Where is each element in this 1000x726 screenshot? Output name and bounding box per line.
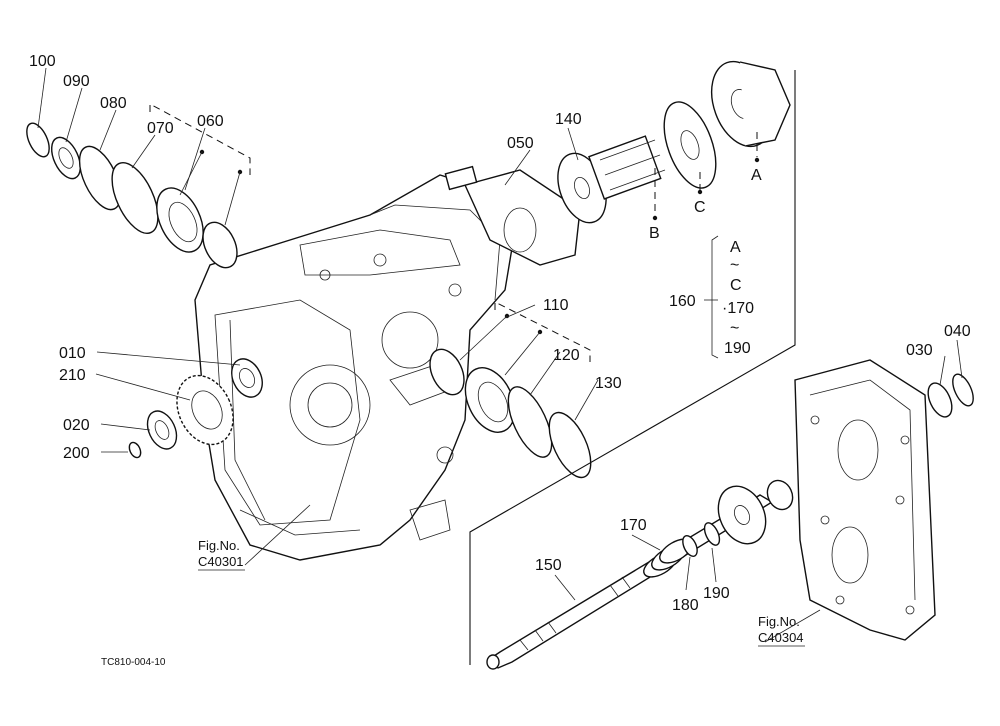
fig-ref-left-code: C40301 xyxy=(198,554,244,569)
needle-bearing xyxy=(766,479,794,511)
part-050-swashplate xyxy=(444,165,581,266)
part-190-snap-ring xyxy=(703,522,721,546)
label-060: 060 xyxy=(197,113,224,130)
leader-lines xyxy=(37,67,963,643)
part-a-cylinder-block xyxy=(710,60,791,148)
label-120: 120 xyxy=(553,347,580,364)
group160-line6: 190 xyxy=(724,340,751,357)
part-100-snap-ring xyxy=(26,122,50,158)
part-060-bearing xyxy=(156,187,204,253)
label-190: 190 xyxy=(703,585,730,602)
label-180: 180 xyxy=(672,597,699,614)
part-130-ring xyxy=(548,411,592,479)
label-090: 090 xyxy=(63,73,90,90)
part-180-washer xyxy=(682,535,698,557)
drawing-code: TC810-004-10 xyxy=(101,657,166,668)
group160-line3: C xyxy=(730,277,742,294)
label-050: 050 xyxy=(507,135,534,152)
part-030-seal xyxy=(927,382,953,418)
part-120-o-ring xyxy=(507,386,553,458)
part-c-plate xyxy=(663,101,717,189)
label-110: 110 xyxy=(543,297,569,314)
rear-cover xyxy=(794,359,936,641)
bracket-060 xyxy=(149,103,251,175)
bracket-110 xyxy=(494,301,591,362)
label-210: 210 xyxy=(59,367,86,384)
fig-ref-right-code: C40304 xyxy=(758,630,804,645)
label-130: 130 xyxy=(595,375,622,392)
label-040: 040 xyxy=(944,323,971,340)
part-210-gear xyxy=(176,374,234,446)
part-200-snap-ring xyxy=(128,441,142,459)
frame-line xyxy=(469,70,796,665)
part-040-snap-ring xyxy=(952,373,974,407)
label-070: 070 xyxy=(147,120,174,137)
part-010-bearing xyxy=(231,358,263,398)
letter-a: A xyxy=(751,167,762,184)
part-b-pistons xyxy=(588,135,666,200)
part-070-o-ring xyxy=(111,162,159,234)
part-090-bearing xyxy=(50,136,82,180)
letter-c: C xyxy=(694,199,706,216)
letter-b: B xyxy=(649,225,660,242)
part-060-sleeve xyxy=(202,221,238,269)
label-150: 150 xyxy=(535,557,562,574)
label-200: 200 xyxy=(63,445,90,462)
fig-ref-left-title: Fig.No. xyxy=(198,538,240,553)
label-100: 100 xyxy=(29,53,56,70)
group160-line4: ·170 xyxy=(722,300,754,317)
label-160: 160 xyxy=(669,293,696,310)
part-110-sleeve xyxy=(429,348,465,396)
label-010: 010 xyxy=(59,345,86,362)
label-080: 080 xyxy=(100,95,127,112)
transmission-housing xyxy=(194,174,521,561)
label-030: 030 xyxy=(906,342,933,359)
group160-line5: ~ xyxy=(730,320,739,337)
valve-plate xyxy=(717,485,767,545)
label-140: 140 xyxy=(555,111,582,128)
part-170-spring xyxy=(643,538,693,578)
fig-ref-right-title: Fig.No. xyxy=(758,614,800,629)
label-020: 020 xyxy=(63,417,90,434)
part-020-bearing xyxy=(146,410,178,450)
label-170: 170 xyxy=(620,517,647,534)
group160-line2: ~ xyxy=(730,257,739,274)
group160-line1: A xyxy=(730,239,741,256)
